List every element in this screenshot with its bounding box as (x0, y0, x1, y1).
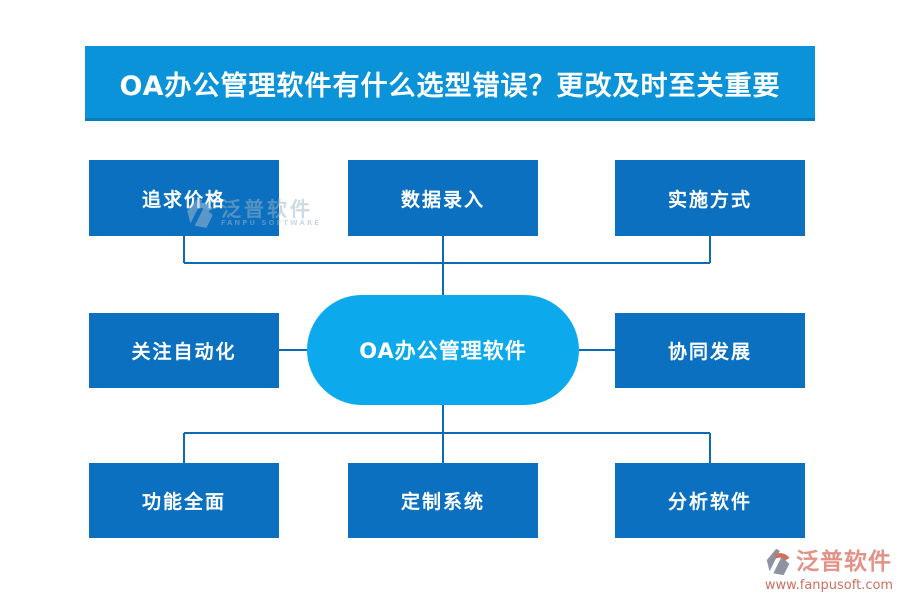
node-collaborative-development: 协同发展 (615, 313, 805, 388)
footer-brand-logo: 泛普软件 www.fanpusoft.com (763, 546, 895, 593)
node-analysis-software: 分析软件 (615, 463, 805, 538)
footer-brand-name: 泛普软件 (796, 549, 892, 575)
node-focus-automation: 关注自动化 (89, 313, 279, 388)
center-node-oa-software: OA办公管理软件 (307, 295, 579, 405)
footer-brand-url: www.fanpusoft.com (764, 578, 894, 593)
node-data-entry: 数据录入 (348, 160, 538, 236)
node-full-features: 功能全面 (89, 463, 279, 538)
node-custom-system: 定制系统 (348, 463, 538, 538)
node-implementation-method: 实施方式 (615, 160, 805, 236)
page-title: OA办公管理软件有什么选型错误？更改及时至关重要 (85, 46, 815, 121)
node-pursue-price: 追求价格 (89, 160, 279, 236)
fanpu-logo-icon (766, 548, 790, 576)
